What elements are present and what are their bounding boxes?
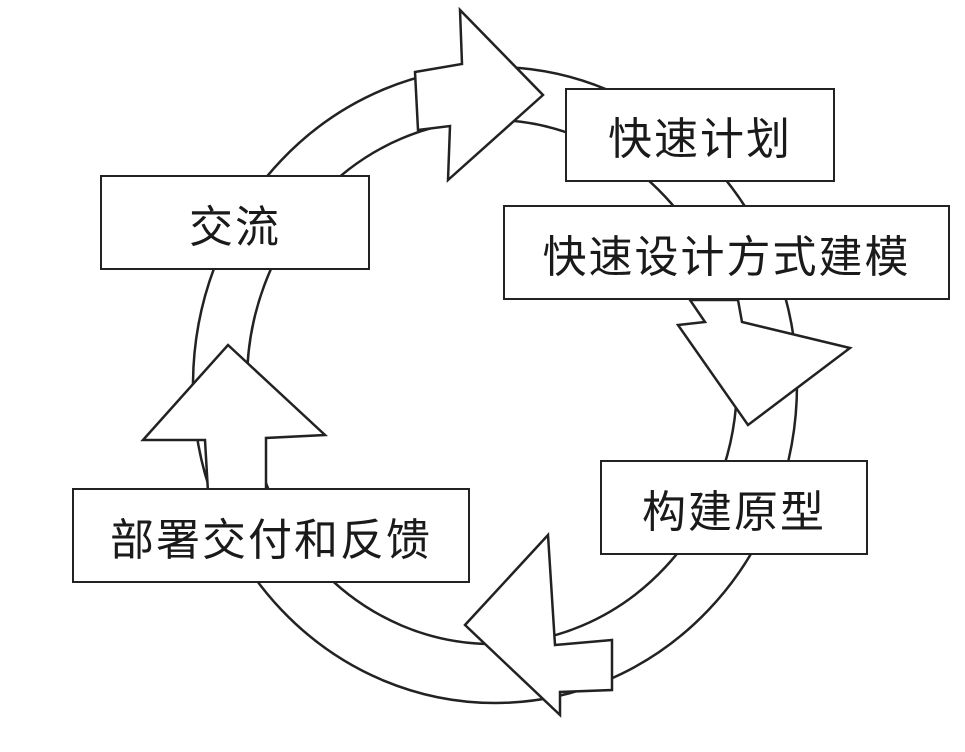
stage-quick-design-modeling: 快速设计方式建模 xyxy=(503,205,950,300)
stage-build-prototype: 构建原型 xyxy=(600,460,868,555)
stage-quick-plan: 快速计划 xyxy=(565,88,835,182)
arrow-top-right xyxy=(413,6,545,183)
arrow-bottom-left xyxy=(463,532,614,718)
arrow-left-up xyxy=(140,343,329,494)
arrow-right-down xyxy=(675,298,853,427)
stage-deploy-delivery-feedback: 部署交付和反馈 xyxy=(72,488,470,583)
stage-communication: 交流 xyxy=(100,175,370,270)
